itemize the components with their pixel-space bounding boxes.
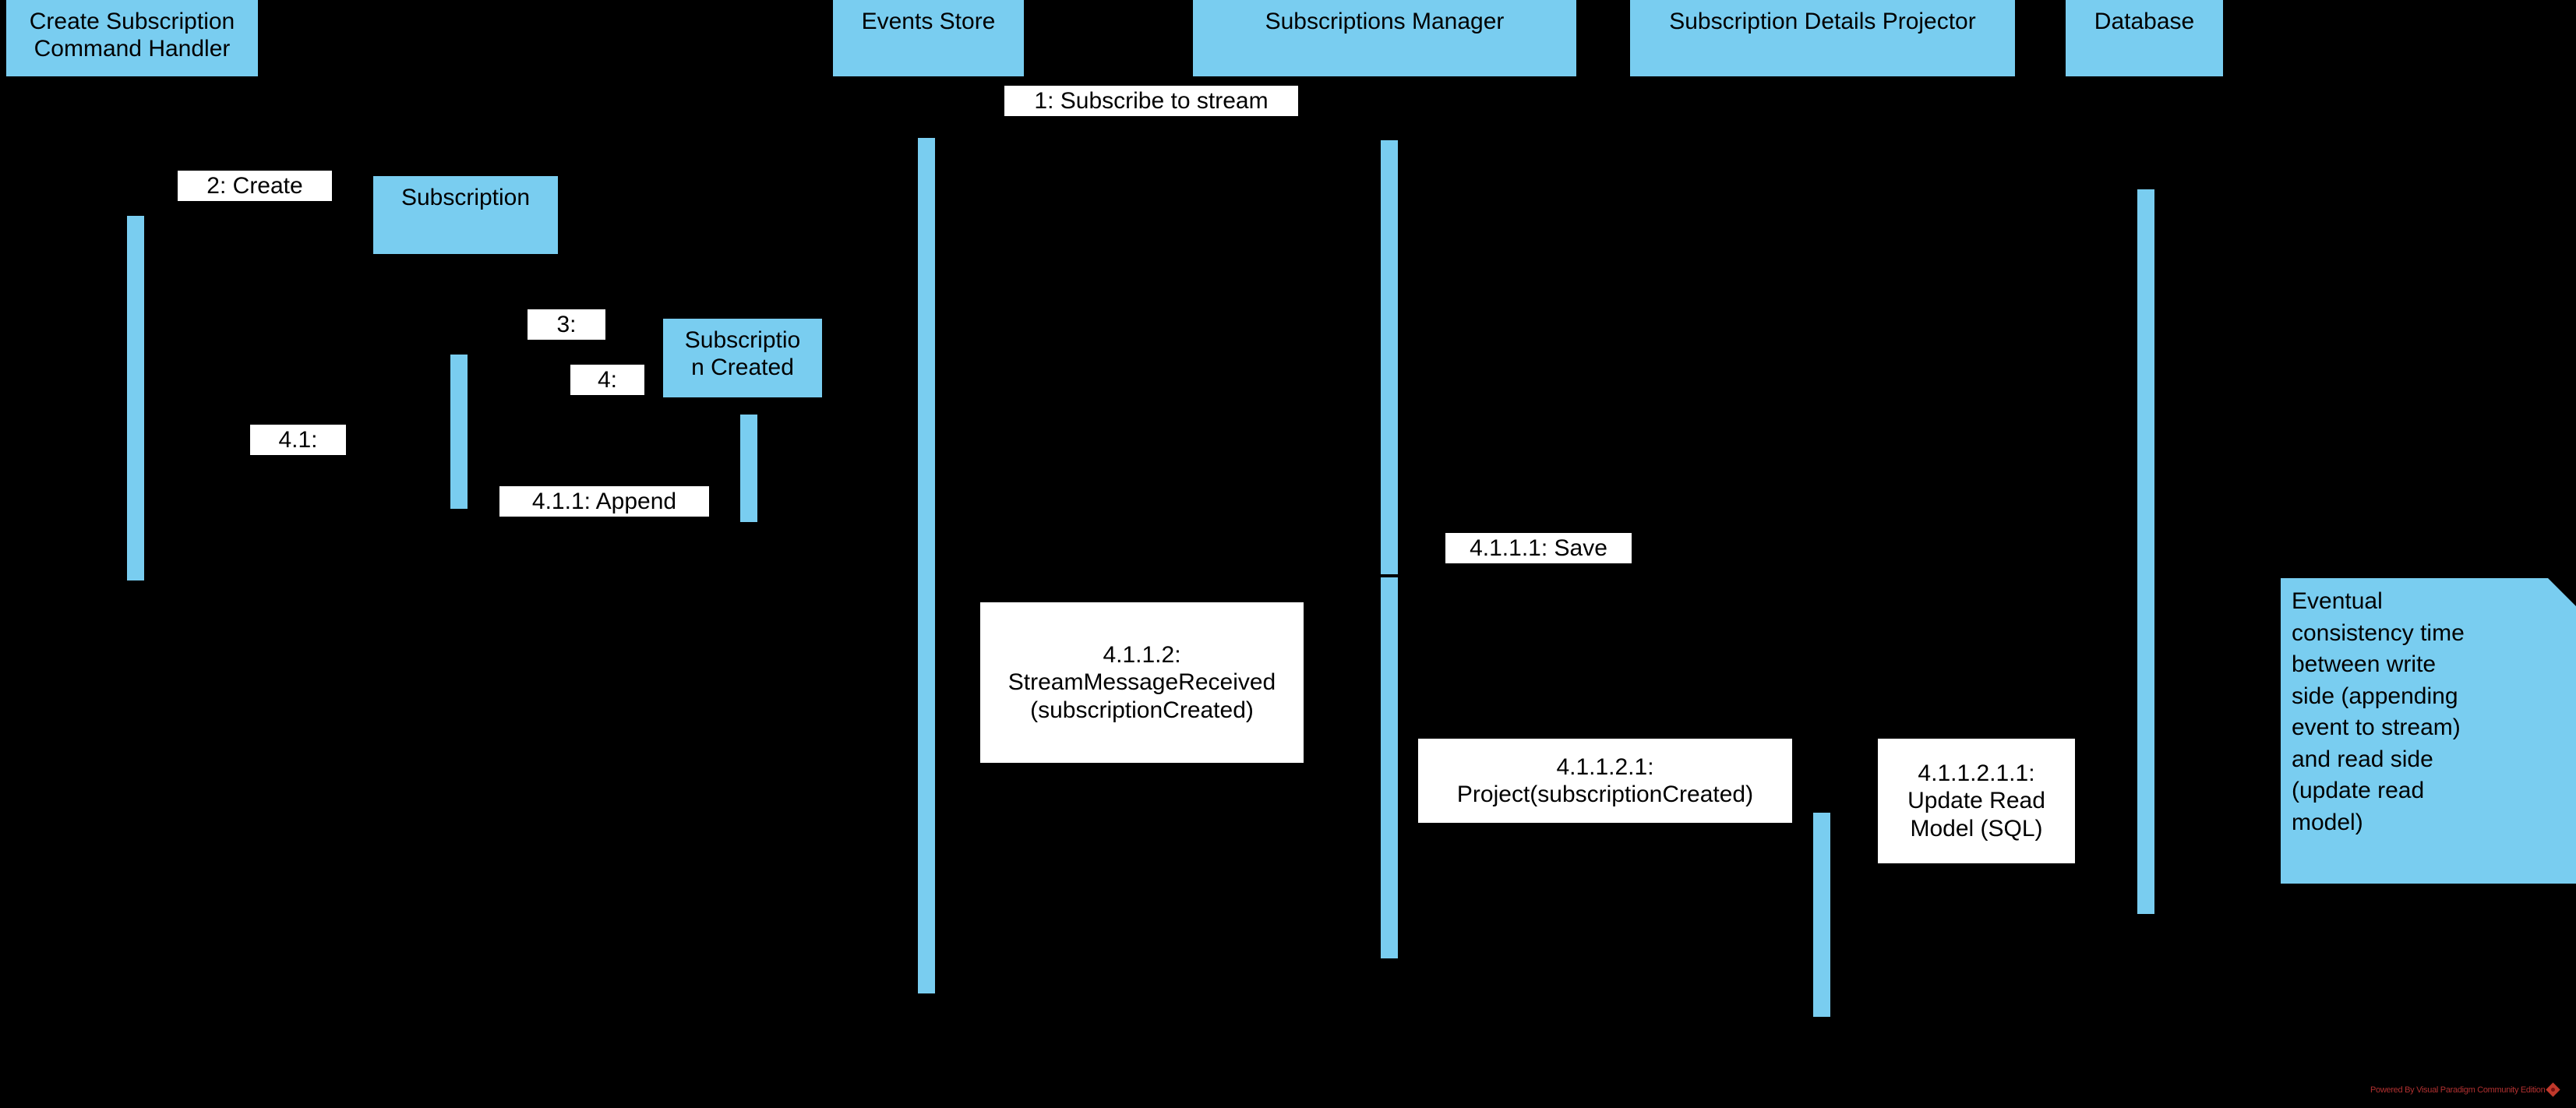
lifeline-header-events-store[interactable]: Events Store bbox=[833, 0, 1024, 76]
activation-bar-events-store[interactable] bbox=[918, 138, 935, 993]
message-label-4[interactable]: 4: bbox=[570, 365, 644, 395]
message-label-3[interactable]: 3: bbox=[528, 309, 605, 340]
activation-bar-create-subscription-command-handler[interactable] bbox=[127, 216, 144, 580]
lifeline-header-subscriptions-manager[interactable]: Subscriptions Manager bbox=[1193, 0, 1576, 76]
message-label-4-1[interactable]: 4.1: bbox=[250, 425, 346, 455]
activation-bar-subscription-created-object[interactable] bbox=[740, 415, 757, 522]
object-box-subscription-created[interactable]: Subscriptio n Created bbox=[663, 319, 822, 397]
message-label-4-1-1-2-1-project[interactable]: 4.1.1.2.1: Project(subscriptionCreated) bbox=[1418, 739, 1792, 823]
object-box-subscription[interactable]: Subscription bbox=[373, 176, 558, 254]
message-label-1-subscribe-to-stream[interactable]: 1: Subscribe to stream bbox=[1004, 86, 1298, 116]
message-label-4-1-1-1-save[interactable]: 4.1.1.1: Save bbox=[1445, 533, 1632, 563]
message-label-4-1-1-2-1-1-update-read-model[interactable]: 4.1.1.2.1.1: Update Read Model (SQL) bbox=[1878, 739, 2075, 863]
visual-paradigm-diamond-icon bbox=[2546, 1082, 2561, 1097]
activation-bar-subscriptions-manager-divider bbox=[1381, 574, 1398, 577]
activation-bar-subscriptions-manager[interactable] bbox=[1381, 138, 1398, 958]
activation-bar-database[interactable] bbox=[2137, 189, 2154, 914]
watermark-text: Powered By Visual Paradigm Community Edi… bbox=[2370, 1085, 2546, 1095]
lifeline-header-create-subscription-command-handler[interactable]: Create Subscription Command Handler bbox=[6, 0, 258, 76]
note-eventual-consistency[interactable]: Eventual consistency time between write … bbox=[2281, 578, 2576, 884]
activation-bar-subscription-details-projector[interactable] bbox=[1813, 813, 1830, 1017]
activation-bar-subscription-object[interactable] bbox=[450, 355, 468, 509]
message-label-4-1-1-2-stream-message-received[interactable]: 4.1.1.2: StreamMessageReceived (subscrip… bbox=[980, 602, 1304, 763]
lifeline-header-subscription-details-projector[interactable]: Subscription Details Projector bbox=[1630, 0, 2015, 76]
watermark: Powered By Visual Paradigm Community Edi… bbox=[2370, 1082, 2561, 1097]
message-label-4-1-1-append[interactable]: 4.1.1: Append bbox=[499, 486, 709, 517]
message-label-2-create[interactable]: 2: Create bbox=[178, 171, 332, 201]
lifeline-header-database[interactable]: Database bbox=[2066, 0, 2223, 76]
